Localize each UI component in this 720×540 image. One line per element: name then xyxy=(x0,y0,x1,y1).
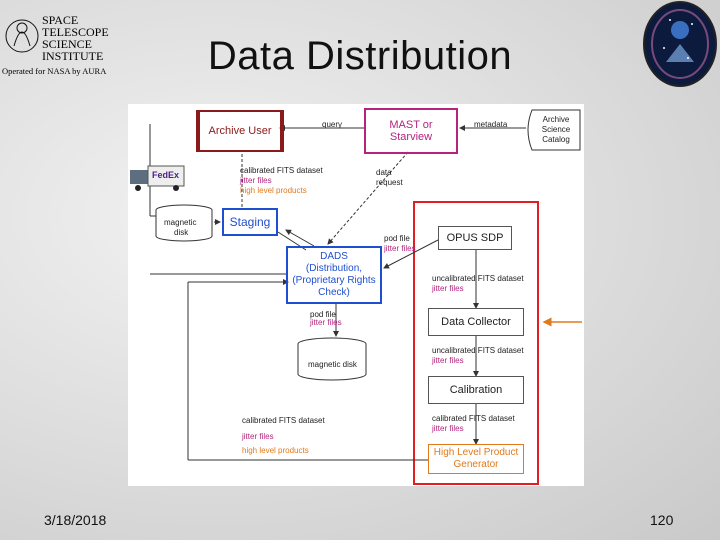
svg-text:Operated for NASA by AURA: Operated for NASA by AURA xyxy=(2,66,107,76)
magnetic-disk-small-label-2: disk xyxy=(174,228,189,237)
svg-text:SCIENCE: SCIENCE xyxy=(42,37,92,51)
magnetic-disk-small-label-1: magnetic xyxy=(164,218,197,227)
slide-title: Data Distribution xyxy=(207,34,513,78)
calibrated-fits-label-top: calibrated FITS dataset xyxy=(240,166,323,175)
dads-label-3: (Proprietary Rights xyxy=(292,275,376,286)
data-request-label-1: data xyxy=(376,168,392,177)
pod-file-label-dads: pod file xyxy=(310,310,336,319)
hlpg-box: High Level Product Generator xyxy=(428,444,524,474)
svg-text:TELESCOPE: TELESCOPE xyxy=(42,25,109,39)
jitter-files-label-uncal-2: jitter files xyxy=(432,356,464,365)
opus-sdp-label: OPUS SDP xyxy=(446,232,504,244)
jitter-files-label-top: jitter files xyxy=(240,176,272,185)
catalog-label-1: Archive xyxy=(542,115,570,124)
data-collector-box: Data Collector xyxy=(428,308,524,336)
mast-label-1: MAST or xyxy=(389,119,433,131)
opus-region xyxy=(413,201,539,485)
mast-box: MAST or Starview xyxy=(364,108,458,154)
hlp-label-bottom: high level products xyxy=(242,446,309,455)
calibrated-fits-label-opus: calibrated FITS dataset xyxy=(432,414,515,423)
data-collector-label: Data Collector xyxy=(441,316,511,328)
slide-page-number: 120 xyxy=(650,512,674,528)
jitter-files-label-opus: jitter files xyxy=(384,244,416,253)
diagram-connectors xyxy=(130,109,582,485)
archive-user-box: Archive User xyxy=(196,110,284,152)
magnetic-disk-label: magnetic disk xyxy=(308,360,357,369)
uncal-fits-label-2: uncalibrated FITS dataset xyxy=(432,346,524,355)
mission-patch-icon xyxy=(643,1,717,87)
calibrated-fits-label-bottom: calibrated FITS dataset xyxy=(242,416,325,425)
magnetic-disk-small-icon xyxy=(155,204,213,242)
catalog-box: Archive Science Catalog xyxy=(532,112,580,148)
jitter-files-label-uncal-1: jitter files xyxy=(432,284,464,293)
hlpg-label-2: Generator xyxy=(453,459,499,470)
jitter-files-label-bottom: jitter files xyxy=(242,432,274,441)
slide-date: 3/18/2018 xyxy=(44,512,107,528)
dads-label-2: (Distribution, xyxy=(305,263,363,274)
data-request-label-2: request xyxy=(376,178,403,187)
metadata-label: metadata xyxy=(474,120,508,129)
dads-label-1: DADS xyxy=(320,251,348,262)
catalog-label-2: Science xyxy=(541,125,571,134)
diagram-panel: Archive User MAST or Starview Archive Sc… xyxy=(128,104,584,486)
stsci-logo: SPACE TELESCOPE SCIENCE INSTITUTE Operat… xyxy=(2,13,109,76)
fedex-label: FedEx xyxy=(152,170,180,180)
uncal-fits-label-1: uncalibrated FITS dataset xyxy=(432,274,524,283)
opus-sdp-box: OPUS SDP xyxy=(438,226,512,250)
catalog-label-3: Catalog xyxy=(542,135,570,144)
hlpg-label-1: High Level Product xyxy=(433,447,519,458)
staging-label: Staging xyxy=(229,215,271,229)
catalog-icon xyxy=(527,109,581,151)
archive-user-label: Archive User xyxy=(208,125,272,137)
hlp-label-top: high level products xyxy=(240,186,307,195)
dads-label-4: Check) xyxy=(318,287,350,298)
svg-text:SPACE: SPACE xyxy=(42,13,78,27)
jitter-files-label-dads: jitter files xyxy=(310,318,342,327)
fedex-truck-icon xyxy=(130,165,185,191)
query-label: query xyxy=(322,120,343,129)
calibration-box: Calibration xyxy=(428,376,524,404)
magnetic-disk-large-icon xyxy=(297,337,367,381)
calibration-label: Calibration xyxy=(449,384,503,396)
jitter-files-label-cal: jitter files xyxy=(432,424,464,433)
dads-box: DADS (Distribution, (Proprietary Rights … xyxy=(286,246,382,304)
svg-text:INSTITUTE: INSTITUTE xyxy=(42,49,103,63)
pod-file-label-opus: pod file xyxy=(384,234,410,243)
staging-box: Staging xyxy=(222,208,278,236)
mast-label-2: Starview xyxy=(389,131,433,143)
